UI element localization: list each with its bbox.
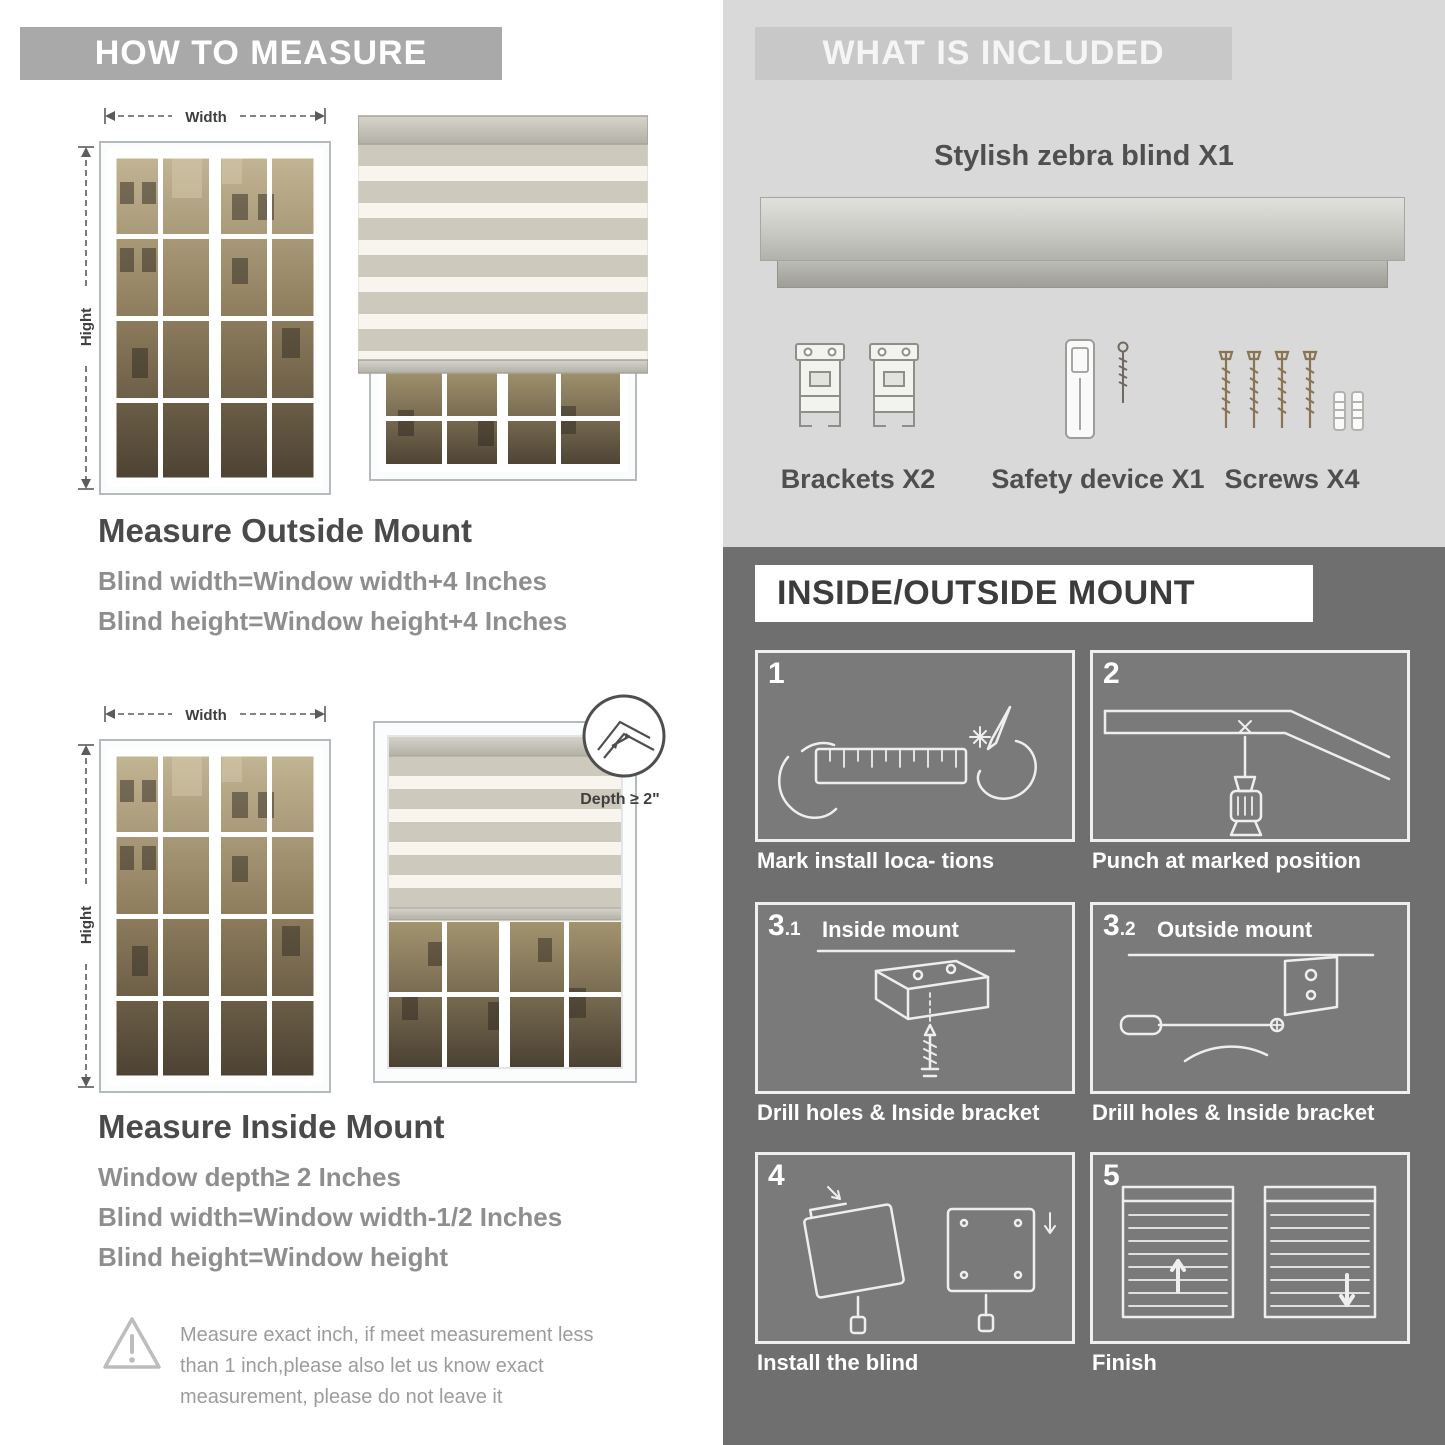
warning-icon	[100, 1312, 164, 1381]
outside-bracket-illustration	[1119, 953, 1375, 1063]
step-panel-2: 2	[1090, 650, 1410, 842]
height-label: Hight	[78, 906, 95, 944]
step-number: 1	[768, 657, 785, 690]
safety-device-icon	[1050, 334, 1146, 459]
step-panel-3-1: 3.1 Inside mount	[755, 902, 1075, 1094]
step-caption-2: Punch at marked position	[1092, 848, 1361, 873]
step-caption-3-2: Drill holes & Inside bracket	[1092, 1100, 1375, 1125]
inside-bracket-illustration	[816, 949, 1016, 1078]
screws-label: Screws X4	[1224, 464, 1360, 494]
depth-callout	[582, 694, 666, 778]
blind-headrail-illustration	[760, 197, 1405, 261]
step-caption-4: Install the blind	[757, 1350, 919, 1375]
warning-text: Measure exact inch, if meet measurement …	[180, 1324, 594, 1408]
outside-formula-height: Blind height=Window height+4 Inches	[98, 606, 568, 636]
step-number: 3.1	[768, 909, 801, 942]
safety-device-label: Safety device X1	[991, 464, 1205, 494]
mount-banner: INSIDE/OUTSIDE MOUNT	[755, 565, 1313, 622]
mark-locations-illustration	[778, 705, 1037, 819]
brackets-label: Brackets X2	[780, 464, 936, 494]
step-number: 3.2	[1103, 909, 1136, 942]
finish-illustration	[1121, 1185, 1377, 1319]
step-panel-5: 5	[1090, 1152, 1410, 1344]
step-panel-3-2: 3.2 Outside mount	[1090, 902, 1410, 1094]
brackets-icon	[788, 338, 928, 443]
inside-mount-heading: Measure Inside Mount	[98, 1108, 445, 1145]
inside-formula-width: Blind width=Window width-1/2 Inches	[98, 1202, 563, 1232]
step-title: Outside mount	[1157, 917, 1313, 942]
step-number: 4	[768, 1159, 785, 1192]
depth-label: Depth ≥ 2"	[580, 791, 659, 808]
height-label: Hight	[78, 308, 95, 346]
how-to-measure-banner: HOW TO MEASURE	[20, 27, 502, 80]
install-blind-illustration	[803, 1186, 1056, 1335]
outside-formula-width: Blind width=Window width+4 Inches	[98, 566, 547, 596]
step-title: Inside mount	[822, 917, 959, 942]
window-illustration-inside: Width Hight	[72, 696, 337, 1101]
inside-formula-depth: Window depth≥ 2 Inches	[98, 1162, 401, 1192]
step-panel-4: 4	[755, 1152, 1075, 1344]
drill-illustration	[1103, 709, 1391, 837]
what-is-included-banner: WHAT IS INCLUDED	[755, 27, 1232, 80]
screws-icon	[1212, 344, 1372, 459]
step-number: 2	[1103, 657, 1120, 690]
width-label: Width	[185, 109, 227, 126]
blind-headrail-inset	[777, 261, 1388, 288]
included-title: Stylish zebra blind X1	[934, 140, 1234, 172]
blind-illustration-outside	[357, 110, 649, 490]
outside-mount-heading: Measure Outside Mount	[98, 512, 473, 549]
blind-illustration-inside: Depth ≥ 2"	[368, 692, 668, 1102]
step-caption-1: Mark install loca- tions	[757, 848, 995, 873]
step-caption-5: Finish	[1092, 1350, 1157, 1375]
window-illustration-outside: Width Hight	[72, 98, 337, 503]
step-caption-3-1: Drill holes & Inside bracket	[757, 1100, 1040, 1125]
inside-formula-height: Blind height=Window height	[98, 1242, 448, 1272]
step-panel-1: 1	[755, 650, 1075, 842]
step-number: 5	[1103, 1159, 1120, 1192]
width-label: Width	[185, 707, 227, 724]
